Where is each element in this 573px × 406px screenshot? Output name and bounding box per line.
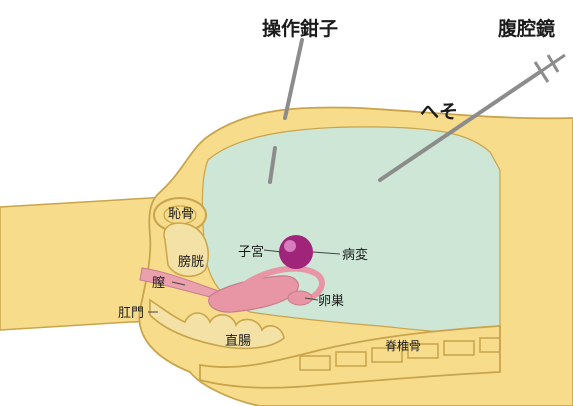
laparoscope-eyepiece bbox=[535, 55, 565, 82]
lesion-label: 病変 bbox=[342, 247, 368, 263]
bladder-label: 膀胱 bbox=[178, 254, 204, 270]
pubic-bone-label: 恥骨 bbox=[168, 207, 194, 222]
anus-label: 肛門 bbox=[118, 306, 144, 321]
forceps-label: 操作鉗子 bbox=[262, 17, 338, 40]
navel-label: へそ bbox=[420, 101, 458, 123]
ovary-shape bbox=[288, 291, 312, 305]
vagina-label: 膣 bbox=[152, 275, 165, 291]
rectum-label: 直腸 bbox=[225, 334, 251, 349]
laparoscope-label: 腹腔鏡 bbox=[497, 17, 555, 40]
uterus-label: 子宮 bbox=[238, 244, 264, 260]
lesion-highlight bbox=[284, 240, 296, 252]
forceps-instrument bbox=[285, 40, 302, 118]
lesion-mass bbox=[279, 235, 313, 269]
ovary-label: 卵巣 bbox=[318, 294, 344, 309]
spine-label: 脊椎骨 bbox=[385, 338, 421, 353]
